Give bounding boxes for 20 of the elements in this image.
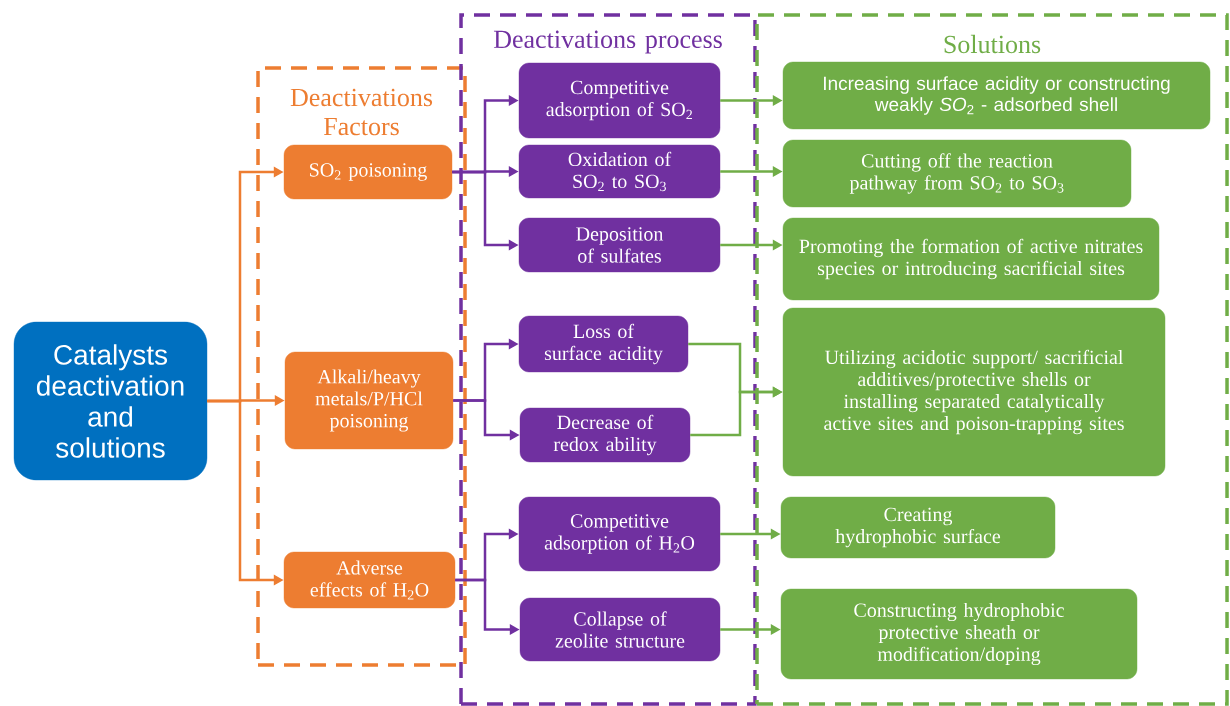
process-box: Competitive adsorption of H$_{2}$O bbox=[518, 496, 721, 572]
process-box: Cutting off the reaction pathway from SO$_{2}$ to SO$_{3}$ bbox=[782, 139, 1132, 208]
process-box: Deposition of sulfates bbox=[518, 217, 721, 273]
process-box: Decrease of redox ability bbox=[519, 407, 691, 463]
process-box: Creating hydrophobic surface bbox=[780, 496, 1056, 559]
process-box: Promoting the formation of active nitrates species or introducing sacrificial sites bbox=[782, 217, 1160, 301]
column-heading: Deactivations Factors bbox=[290, 88, 433, 136]
column-heading: Deactivations process bbox=[493, 30, 722, 54]
topic-box: Catalysts deactivation and solutions bbox=[13, 321, 208, 481]
process-box: Utilizing acidotic support/ sacrificial additives/protective shells or installing separated catalytically active sites and poison-trapping sites bbox=[782, 307, 1166, 477]
process-box: Loss of surface acidity bbox=[518, 315, 689, 373]
process-box: Adverse effects of H$_{2}$O bbox=[283, 551, 456, 609]
process-box: SO$_{2}$ poisoning bbox=[283, 144, 453, 200]
process-box: Increasing surface acidity or constructing weakly SO$_{2}$ - adsorbed shell bbox=[782, 61, 1211, 130]
process-box: Oxidation of SO$_{2}$ to SO$_{3}$ bbox=[518, 144, 721, 199]
process-box: Collapse of zeolite structure bbox=[519, 597, 721, 662]
column-heading: Solutions bbox=[944, 34, 1041, 54]
process-box: Competitive adsorption of SO$_{2}$ bbox=[518, 62, 721, 139]
process-box: Alkali/heavy metals/P/HCl poisoning bbox=[284, 351, 454, 450]
process-box: Constructing hydrophobic protective sheath or modification/doping bbox=[780, 588, 1138, 680]
